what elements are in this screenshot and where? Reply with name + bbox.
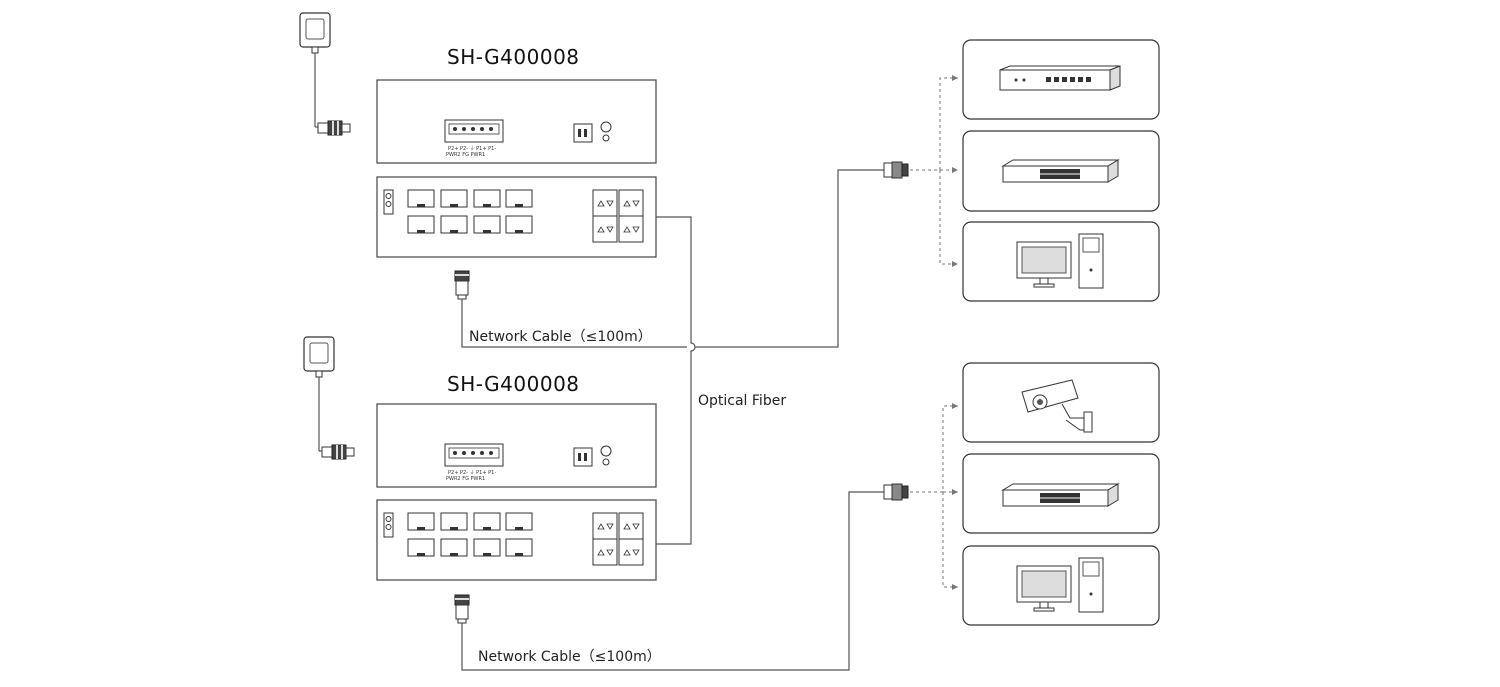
desktop-computer-icon (1016, 233, 1104, 289)
rj45-plug-icon (883, 483, 909, 501)
device-2: P2+ P2- ⏚ P1+ P1- PWR2 FG PWR1 (303, 336, 657, 624)
svg-text:P2+ P2- ⏚ P1+ P1-: P2+ P2- ⏚ P1+ P1- (448, 469, 496, 476)
dip-switch-icon (573, 123, 593, 143)
device-1: P2+ P2- ⏚ P1+ P1- PWR2 FG PWR1 (299, 12, 657, 300)
switch-top-panel (376, 403, 657, 488)
router-icon (999, 65, 1121, 91)
device-2-model-title: SH-G400008 (447, 372, 580, 396)
terminal-block-icon: P2+ P2- ⏚ P1+ P1- PWR2 FG PWR1 (444, 443, 504, 482)
desktop-computer-icon (1016, 557, 1104, 613)
network-cable-2-label: Network Cable（≤100m） (478, 649, 661, 665)
dashed-connections-top (910, 75, 958, 267)
led-indicators (383, 189, 394, 215)
network-switch-icon (1001, 159, 1120, 183)
ground-screw-icon (600, 121, 612, 133)
switch-top-panel (376, 79, 657, 164)
ground-screw-icon (600, 445, 612, 457)
led-indicators (383, 512, 394, 538)
power-adapter-icon (299, 12, 331, 54)
network-cable-1 (461, 169, 884, 348)
terminal-label-2: PWR2 FG PWR1 (446, 152, 485, 158)
device-1-model-title: SH-G400008 (447, 45, 580, 69)
terminal-block-icon: P2+ P2- ⏚ P1+ P1- PWR2 FG PWR1 (444, 119, 504, 158)
dc-plug-icon (317, 120, 351, 136)
rj45-plug-icon (454, 270, 470, 300)
dashed-connections-bottom (910, 403, 958, 590)
network-cable-1-label: Network Cable（≤100m） (469, 329, 652, 345)
optical-fiber-line (656, 216, 696, 545)
power-adapter-icon (303, 336, 335, 378)
network-cable-2 (461, 491, 884, 671)
dip-switch-icon (573, 447, 593, 467)
rj45-plug-icon (883, 161, 909, 179)
cctv-camera-icon (1021, 379, 1093, 433)
optical-fiber-label: Optical Fiber (698, 393, 787, 409)
svg-text:PWR2 FG PWR1: PWR2 FG PWR1 (446, 476, 485, 482)
rj45-plug-icon (454, 594, 470, 624)
dc-plug-icon (321, 444, 355, 460)
terminal-label-1: P2+ P2- ⏚ P1+ P1- (448, 145, 496, 152)
network-switch-icon (1001, 483, 1120, 507)
